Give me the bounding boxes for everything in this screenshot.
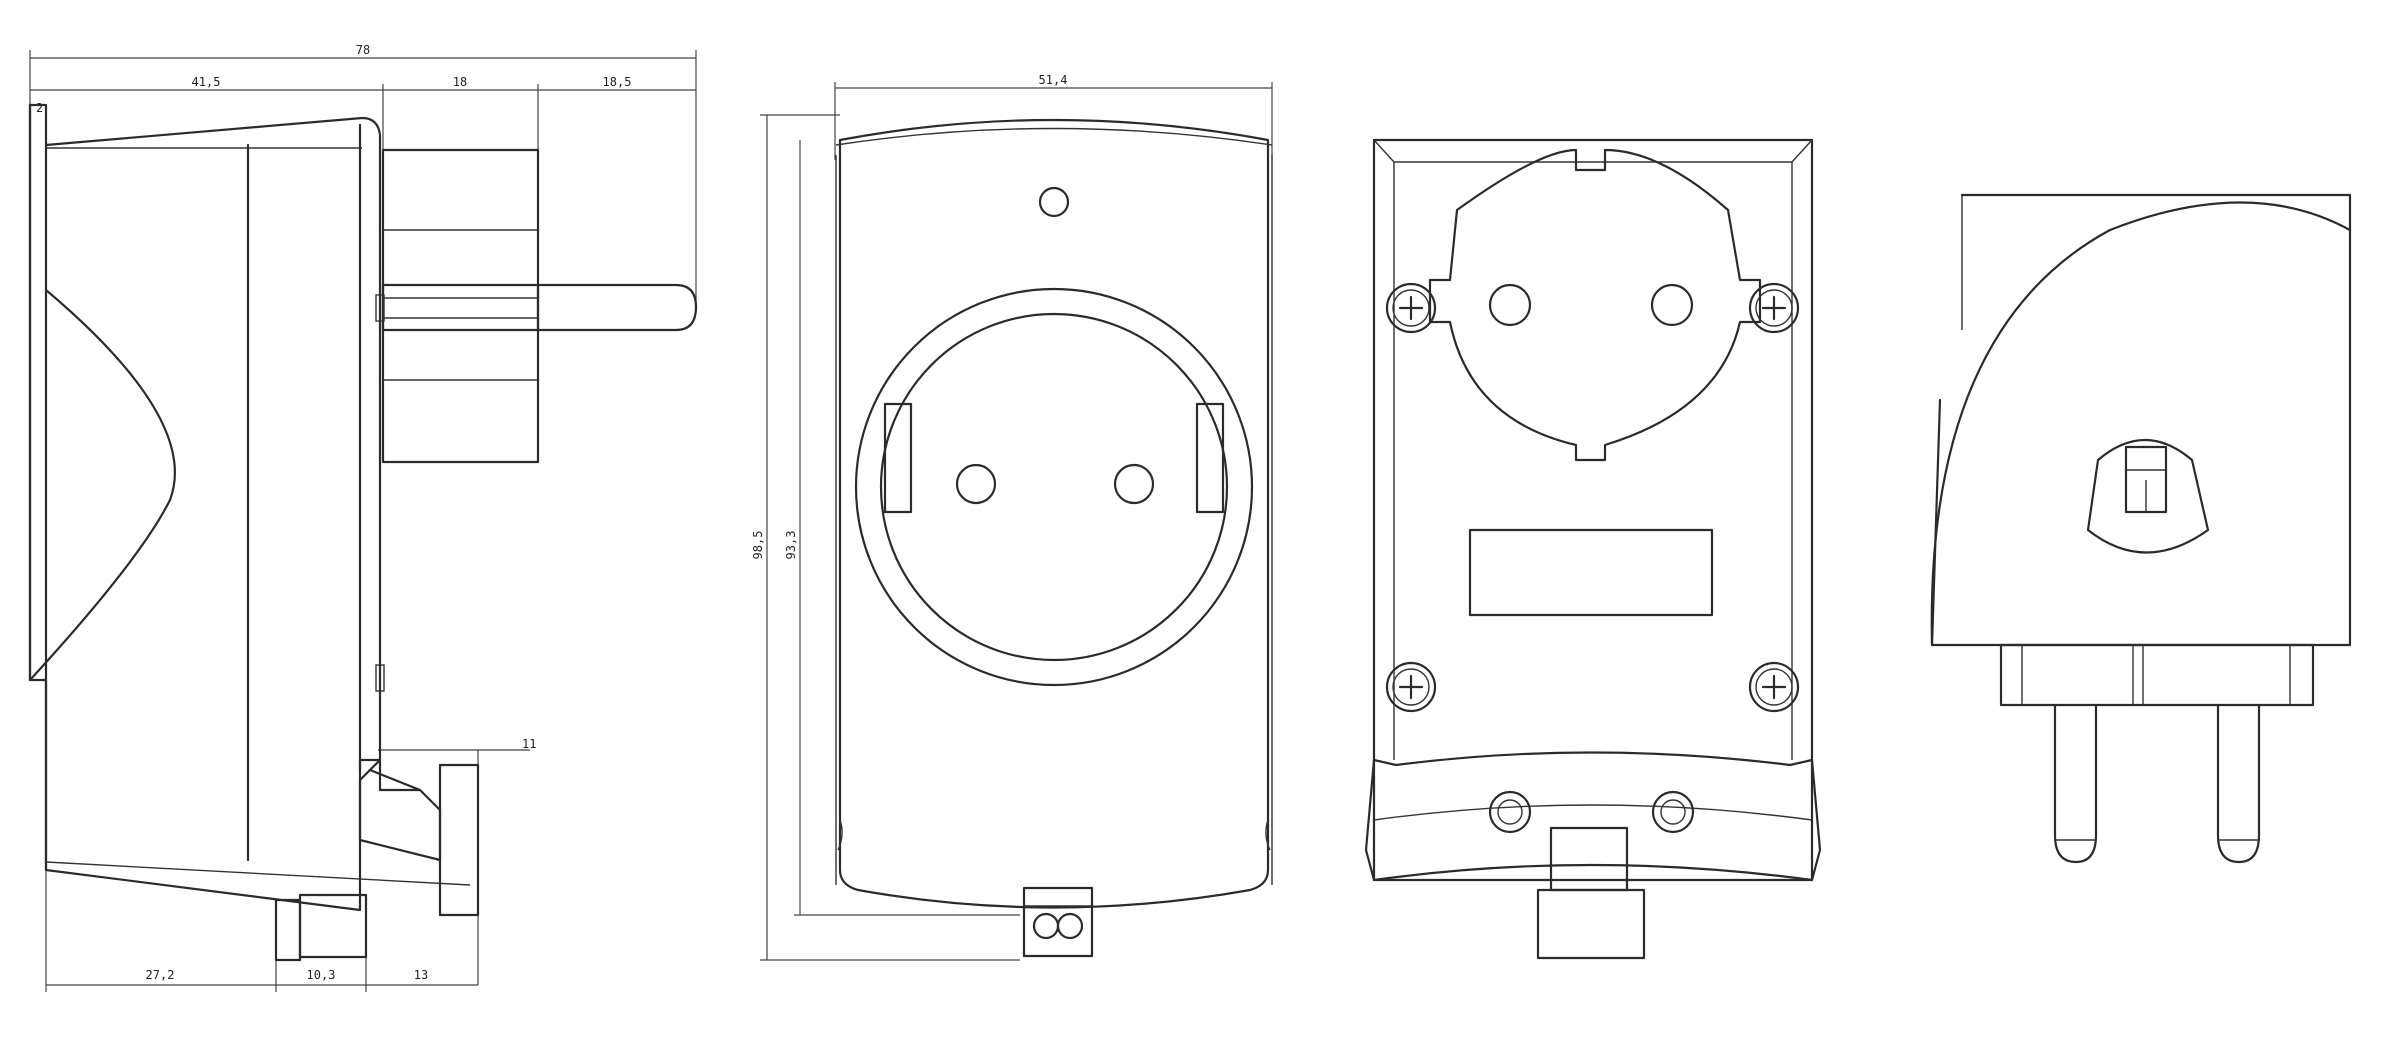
dim-bottom-c: 13 xyxy=(414,968,428,982)
rear-view xyxy=(1364,138,1822,960)
front-view: 51,4 98,5 93,3 xyxy=(751,73,1273,961)
front-view-dimensions: 51,4 98,5 93,3 xyxy=(751,73,1273,961)
dim-bottom-a: 27,2 xyxy=(146,968,175,982)
dim-front-width: 51,4 xyxy=(1039,73,1068,87)
side-view: 78 41,5 18 18,5 2 11 27,2 10,3 13 xyxy=(28,43,698,992)
dim-plug-collar: 18 xyxy=(453,75,467,89)
dim-overall-length: 78 xyxy=(356,43,370,57)
dim-bottom-b: 10,3 xyxy=(307,968,336,982)
screw-top-right xyxy=(1748,282,1800,334)
dim-front-lip: 2 xyxy=(36,101,43,115)
top-view xyxy=(1930,193,2352,864)
dim-terminal-offset: 11 xyxy=(522,737,536,751)
dim-housing-depth: 41,5 xyxy=(192,75,221,89)
dim-front-height: 98,5 xyxy=(751,531,765,560)
screw-bottom-left xyxy=(1385,661,1437,713)
screw-top-left xyxy=(1385,282,1437,334)
dim-front-inner-height: 93,3 xyxy=(784,531,798,560)
side-view-dimensions: 78 41,5 18 18,5 2 11 27,2 10,3 13 xyxy=(29,43,697,992)
dim-pin-length: 18,5 xyxy=(603,75,632,89)
screw-bottom-right xyxy=(1748,661,1800,713)
